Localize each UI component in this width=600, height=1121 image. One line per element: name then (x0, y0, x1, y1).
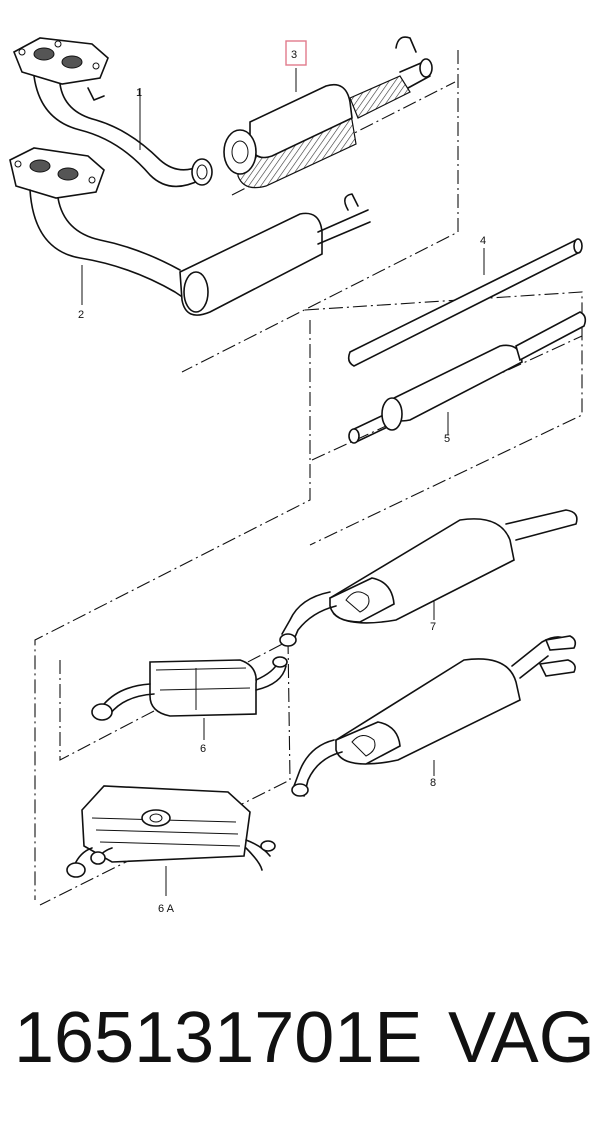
callout-2: 2 (78, 309, 84, 321)
part-8-rear-muffler-dual (291, 635, 577, 797)
footer: 165131701E VAG (0, 990, 600, 1100)
brand-label: VAG (448, 998, 595, 1078)
callout-7: 7 (430, 621, 436, 633)
callout-1: 1 (136, 87, 142, 99)
part-number: 165131701E (14, 998, 423, 1078)
callout-6a: 6 A (158, 903, 175, 915)
callout-4: 4 (480, 235, 486, 247)
callout-6: 6 (200, 743, 206, 755)
part-3-catalytic-converter (223, 36, 433, 189)
part-7-rear-muffler (279, 509, 578, 647)
callout-5: 5 (444, 433, 450, 445)
part-1-exhaust-manifold (12, 37, 213, 188)
callout-3: 3 (291, 49, 297, 61)
callout-labels: 1 2 3 4 5 6 6 A 7 8 (78, 40, 486, 915)
part-6a-finned-muffler (66, 785, 276, 896)
part-4-straight-pipe (347, 238, 583, 367)
exhaust-system-diagram: 1 2 3 4 5 6 6 A 7 8 (9, 36, 587, 915)
part-5-center-muffler (348, 311, 587, 444)
part-6-rear-muffler (91, 656, 288, 740)
callout-3-highlight-box (285, 40, 307, 66)
group-boundary-lines (34, 50, 583, 906)
callout-8: 8 (430, 777, 436, 789)
part-2-front-pipe-muffler (9, 147, 371, 316)
